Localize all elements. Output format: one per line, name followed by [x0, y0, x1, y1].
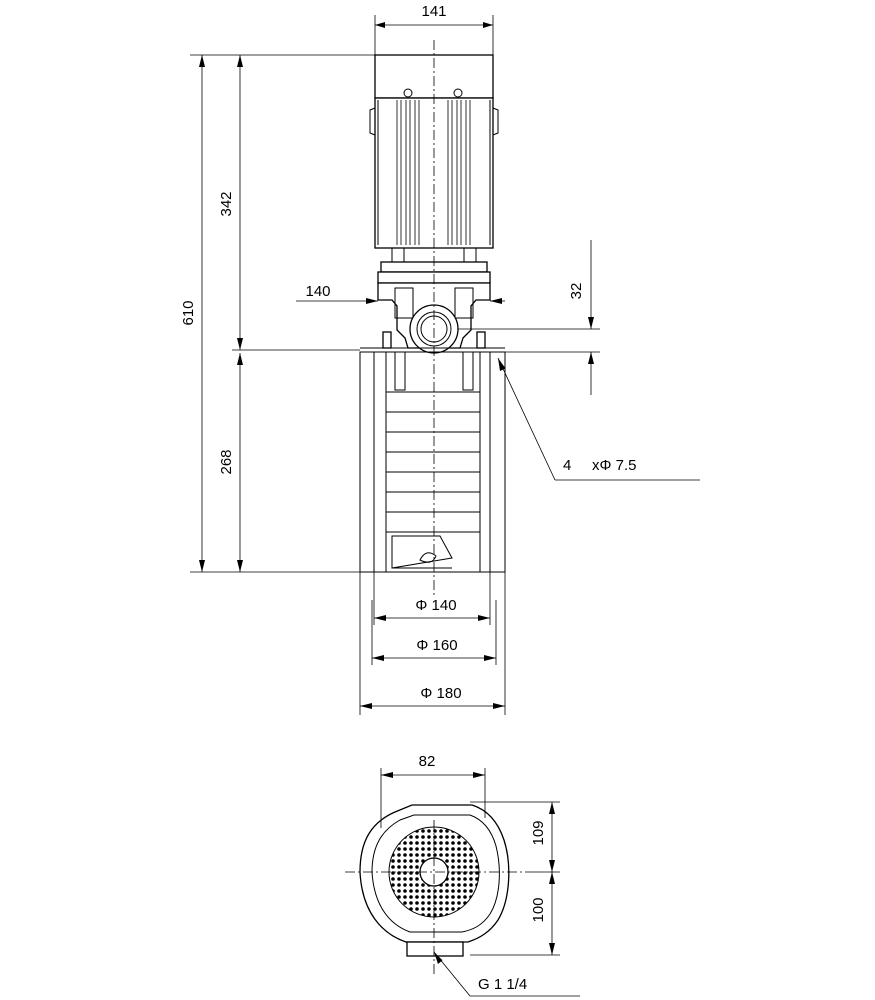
dim-total-height: 610 — [180, 54, 395, 573]
dim-268-label: 268 — [218, 449, 235, 474]
dim-base-depth: 109 100 — [470, 801, 560, 956]
dim-82-label: 82 — [419, 753, 436, 770]
dim-610-label: 610 — [180, 300, 197, 325]
dim-head-width: 140 — [296, 283, 505, 304]
dim-109-label: 109 — [530, 820, 547, 845]
dim-141-label: 141 — [421, 3, 446, 20]
thread-label: G 1 1/4 — [478, 976, 527, 993]
dim-motor-height: 342 — [218, 55, 243, 350]
holes-spec-label: xΦ 7.5 — [592, 457, 637, 474]
dim-140-head-label: 140 — [305, 283, 330, 300]
dim-dia-180-label: Φ 180 — [420, 685, 461, 702]
dim-32-label: 32 — [568, 283, 585, 300]
dim-diameters: Φ 140 Φ 160 Φ 180 — [359, 572, 506, 715]
dim-dia-160-label: Φ 160 — [416, 637, 457, 654]
dim-port-offset: 32 — [458, 240, 600, 395]
pump-chamber — [359, 351, 506, 573]
dim-100-label: 100 — [530, 897, 547, 922]
plan-view: 82 109 100 G 1 1/4 — [345, 753, 580, 997]
dim-pump-height: 268 — [218, 349, 360, 572]
side-view: 141 610 342 268 — [180, 3, 700, 715]
holes-count-label: 4 — [563, 457, 571, 474]
dim-motor-width: 141 — [374, 3, 494, 55]
leader-mounting-holes: 4 xΦ 7.5 — [497, 357, 700, 481]
dim-342-label: 342 — [218, 191, 235, 216]
leader-thread: G 1 1/4 — [433, 951, 580, 997]
dim-base-width: 82 — [380, 753, 486, 828]
pump-head — [360, 282, 505, 354]
dim-dia-140-label: Φ 140 — [415, 597, 456, 614]
